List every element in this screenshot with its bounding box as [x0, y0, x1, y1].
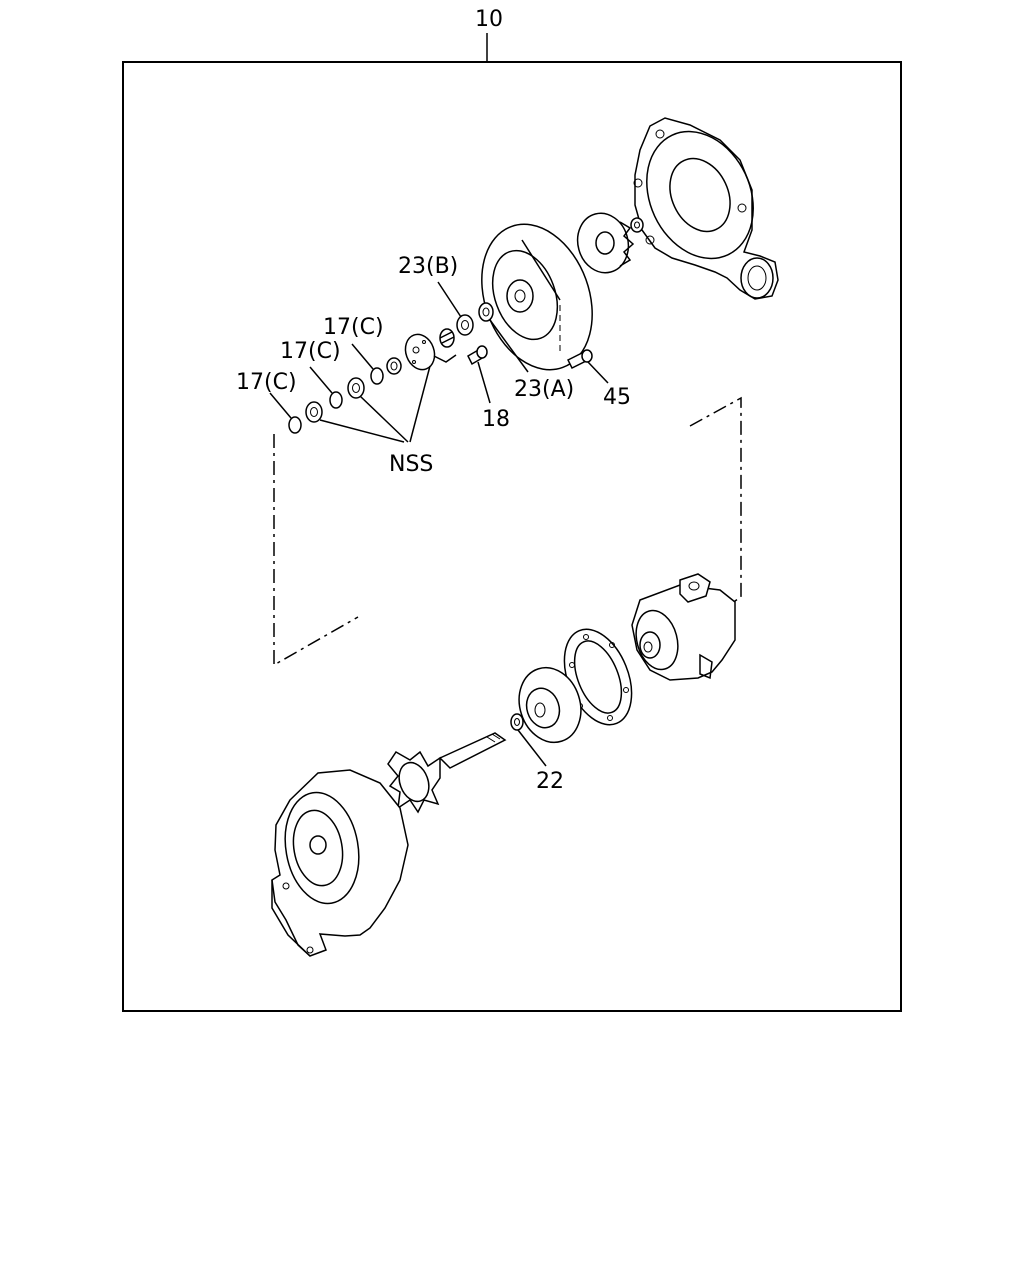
- label-23a: 23(A): [514, 377, 574, 402]
- label-23b: 23(B): [398, 254, 458, 279]
- lock-nut: [630, 217, 644, 233]
- leader-nss: [319, 365, 431, 443]
- label-17c-low: 17(C): [236, 370, 297, 395]
- screw-18: [467, 345, 488, 366]
- label-17c-mid: 17(C): [280, 339, 341, 364]
- leader-17c-low: [269, 392, 292, 419]
- thrust-sleeve: [439, 328, 455, 348]
- diagram-frame: [122, 61, 902, 1012]
- leader-17c-top: [351, 343, 374, 370]
- snap-ring-17c-low: [288, 416, 302, 434]
- label-18: 18: [482, 407, 510, 432]
- heat-shield: [518, 666, 582, 744]
- journal-bearing-upper: [347, 377, 365, 399]
- compressor-wheel: [576, 212, 635, 274]
- seal-ring-23a: [478, 302, 494, 322]
- snap-ring-17c-mid: [329, 391, 343, 409]
- thrust-collar: [386, 357, 402, 375]
- piston-ring-22: [510, 713, 524, 731]
- snap-ring-17c-top: [370, 367, 384, 385]
- label-17c-top: 17(C): [323, 315, 384, 340]
- leader-18: [477, 361, 491, 404]
- turbine-shaft-wheel: [387, 732, 507, 814]
- leader-17c-mid: [309, 366, 333, 394]
- center-housing: [631, 573, 736, 681]
- housing-gasket: [563, 628, 633, 726]
- ring-23b: [456, 314, 474, 336]
- label-22: 22: [536, 769, 564, 794]
- leader-23b: [437, 281, 462, 318]
- leader-45: [587, 361, 609, 384]
- leader-23a: [489, 319, 529, 373]
- journal-bearing-lower: [305, 401, 323, 423]
- label-10: 10: [475, 7, 503, 32]
- alignment-lines: [273, 396, 742, 667]
- label-45: 45: [603, 385, 631, 410]
- compressor-housing: [633, 117, 779, 300]
- thrust-plate: [404, 333, 457, 371]
- leader-22: [517, 729, 547, 767]
- turbine-housing: [271, 769, 409, 957]
- label-nss: NSS: [389, 452, 433, 477]
- bolt-45: [566, 349, 593, 370]
